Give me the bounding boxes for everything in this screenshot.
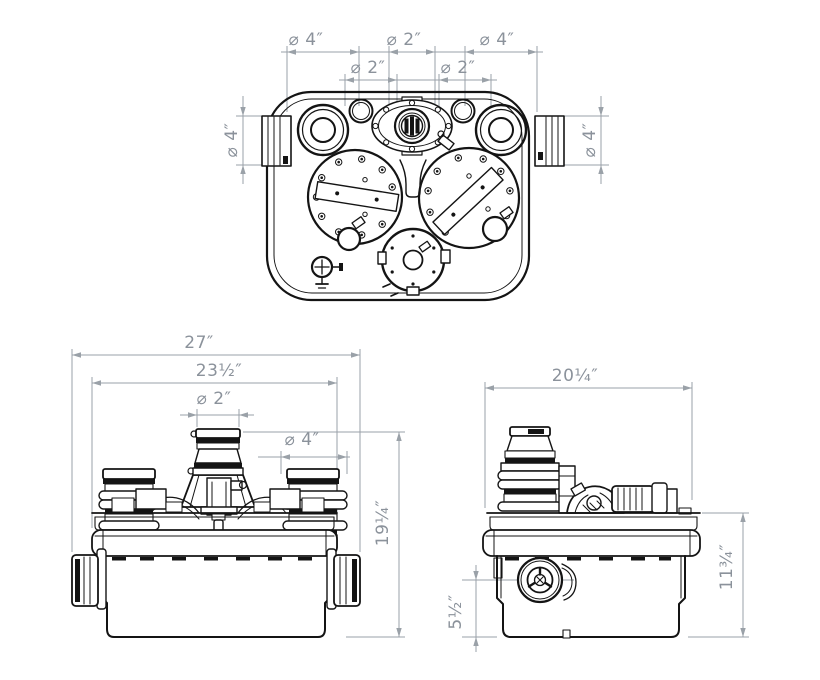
- dim-label-top-side-right: ⌀ 4″: [580, 123, 600, 158]
- dim-label-front-discharge: ⌀ 2″: [197, 389, 232, 409]
- vent-port-left: [348, 98, 374, 124]
- vent-slots: [112, 557, 312, 561]
- dim-label-front-overall-width: 27″: [184, 333, 213, 353]
- vent-port-right: [450, 98, 476, 124]
- deck-motor-cylinder: [611, 482, 692, 515]
- dim-label-side-rear-height: 11¾″: [717, 544, 737, 590]
- side-inlet-coupling-right: [534, 115, 565, 167]
- top-view: ⌀ 4″ ⌀ 2″ ⌀ 4″ ⌀ 2″ ⌀ 2″ ⌀ 4″ ⌀ 4″: [222, 30, 609, 302]
- motor-plate-left-label-bar: [314, 180, 400, 213]
- dim-label-top-left-inlet: ⌀ 4″: [289, 30, 324, 50]
- dim-label-top-discharge: ⌀ 2″: [387, 30, 422, 50]
- side-inlet-coupling-left: [261, 115, 292, 167]
- ground-screw: [310, 255, 343, 289]
- motor-plate-right-port: [481, 206, 514, 243]
- dim-label-top-vent-right: ⌀ 2″: [441, 58, 476, 78]
- dim-label-front-inlet: ⌀ 4″: [285, 430, 320, 450]
- flange-lever: [437, 130, 455, 151]
- discharge-flange: [371, 96, 455, 156]
- front-view: 27″ 23½″ ⌀ 2″ ⌀ 4″ 19¼″: [71, 333, 405, 638]
- motor-plate-left-port: [336, 216, 366, 252]
- top-inlet-port-left: [296, 103, 350, 157]
- top-inlet-port-right: [474, 103, 528, 157]
- top-view-dimensions: [236, 46, 609, 184]
- front-view-dimensions: [71, 349, 405, 638]
- motor-plate-left: [306, 148, 404, 252]
- front-tank: [91, 512, 338, 638]
- motor-plate-right-label-bar: [432, 166, 504, 236]
- side-inlet-port: [516, 556, 577, 604]
- dim-label-side-inlet-height: 5½″: [446, 594, 466, 629]
- dim-label-top-vent-left: ⌀ 2″: [351, 58, 386, 78]
- deck-clamp-dome: [566, 482, 625, 514]
- deck-hoses: [111, 488, 325, 520]
- front-side-coupling-right: [326, 548, 361, 610]
- motor-plate-right: [417, 146, 521, 250]
- dim-label-top-right-inlet: ⌀ 4″: [480, 30, 515, 50]
- dim-label-side-overall-depth: 20¼″: [552, 366, 598, 386]
- ground-symbol-icon: [315, 276, 329, 289]
- dim-label-front-lid-width: 23½″: [196, 361, 242, 381]
- side-inlet-stub: [497, 426, 576, 514]
- dim-label-top-side-left: ⌀ 4″: [222, 123, 242, 158]
- side-tank: [482, 512, 701, 639]
- front-side-coupling-left: [71, 548, 107, 610]
- dim-label-front-overall-height: 19¼″: [373, 500, 393, 546]
- access-cover: [377, 227, 451, 297]
- side-view: 20¼″ 11¾″ 5½″: [446, 366, 749, 652]
